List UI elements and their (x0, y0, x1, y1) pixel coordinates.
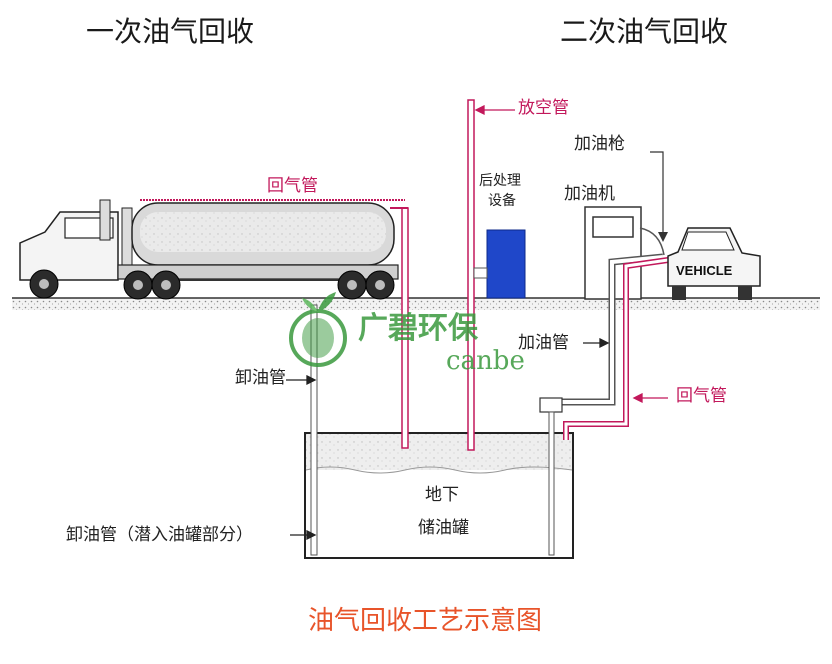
heading-secondary-recovery: 二次油气回收 (560, 15, 729, 48)
watermark-logo (289, 292, 347, 367)
vent-pipe (467, 99, 475, 451)
label-treatment-line1: 后处理 (479, 173, 521, 189)
label-treatment-line2: 设备 (488, 193, 516, 209)
tanker-truck (19, 199, 399, 300)
label-tank-line2: 储油罐 (418, 518, 469, 538)
unloading-pipe (310, 304, 318, 556)
treatment-connector (473, 267, 488, 279)
diagram-caption: 油气回收工艺示意图 (308, 606, 543, 636)
heading-primary-recovery: 一次油气回收 (86, 15, 255, 48)
label-dispenser: 加油机 (564, 184, 615, 204)
label-vapor-return-vehicle: 回气管 (676, 386, 727, 406)
nozzle-arrow-head (658, 232, 668, 242)
vapor-return-pipe-vehicle (563, 257, 669, 440)
label-unloading-pipe-submerged: 卸油管（潜入油罐部分） (66, 525, 253, 545)
treatment-equipment-box (486, 229, 526, 299)
nozzle-pointer (650, 151, 664, 235)
label-pointers-pink (474, 104, 668, 404)
vehicle-car (667, 227, 761, 300)
watermark-latin: canbe (446, 346, 525, 376)
label-unloading-pipe: 卸油管 (235, 368, 286, 388)
fueling-pipe (539, 253, 664, 556)
label-nozzle: 加油枪 (574, 134, 625, 154)
label-vent-pipe: 放空管 (518, 98, 569, 118)
label-vapor-return-truck: 回气管 (267, 176, 318, 196)
underground-tank (304, 432, 574, 559)
vapor-return-pipe-truck (140, 199, 409, 449)
label-fueling-pipe: 加油管 (518, 333, 569, 353)
label-tank-line1: 地下 (425, 485, 459, 505)
ground-surface (12, 298, 820, 310)
label-vehicle: VEHICLE (676, 263, 733, 278)
label-pointers (286, 337, 610, 541)
fueling-hose (639, 227, 665, 256)
watermark-brand: 广碧环保 (358, 311, 478, 346)
